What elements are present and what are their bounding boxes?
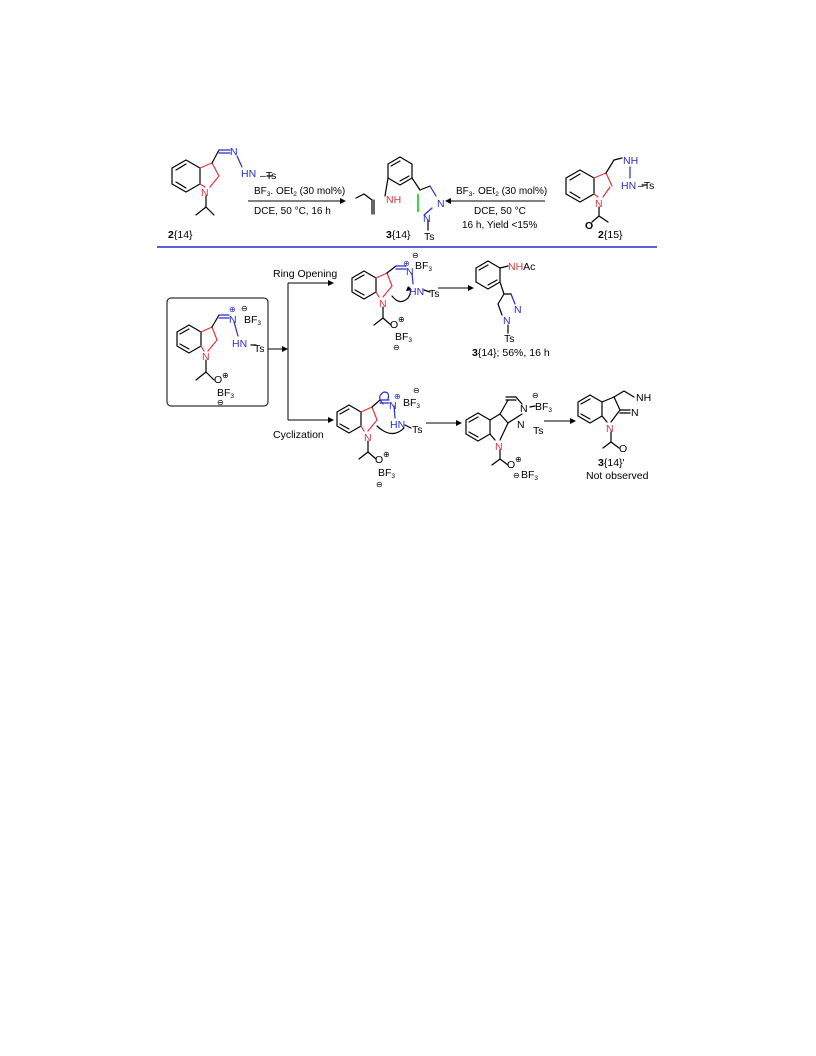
cyclization-arrow-2 xyxy=(544,418,576,424)
atom-n-pyrazole-label: N xyxy=(514,304,522,316)
atom-bf3-label: BF3 xyxy=(403,397,420,410)
atom-ts-label: –Ts xyxy=(260,170,276,182)
atom-n-indole-label: N xyxy=(364,432,372,444)
atom-n-indole-label: N xyxy=(606,423,614,435)
atom-n-label: N xyxy=(230,146,238,158)
activated-intermediate-box xyxy=(166,297,269,407)
atom-n-indole-label: N xyxy=(595,198,603,210)
atom-n-indole-label: N xyxy=(495,441,503,453)
atom-n1-pyrazole-label: N xyxy=(423,213,431,225)
atom-nhac-label: NHAc xyxy=(508,261,535,273)
charge-plus: ⊕ xyxy=(383,450,390,459)
atom-o-label: O xyxy=(390,319,398,331)
atom-o-label: O xyxy=(585,220,593,232)
right-conditions-line3: 16 h, Yield <15% xyxy=(462,220,537,231)
atom-n-indole-label: N xyxy=(201,187,209,199)
ring-opening-intermediate-structure xyxy=(351,265,431,326)
compound-2-15-label: 2{15} xyxy=(598,229,623,241)
reaction-arrow-right xyxy=(445,198,545,204)
atom-n-label: N xyxy=(631,407,639,419)
atom-o-label: O xyxy=(619,443,627,455)
right-conditions-line2: DCE, 50 °C xyxy=(474,206,526,217)
charge-plus: ⊕ xyxy=(398,315,405,324)
atom-hn-label: HN xyxy=(409,286,424,298)
atom-hn-label: HN xyxy=(390,419,405,431)
charge-plus: ⊕ xyxy=(222,371,229,380)
charge-minus: ⊖ xyxy=(241,304,248,313)
atom-n-pyrazole-label: N xyxy=(437,198,445,210)
atom-ts-label: Ts xyxy=(429,288,440,300)
atom-bf3-label: BF3 xyxy=(395,331,412,344)
ring-opening-product-arrow xyxy=(438,285,474,291)
reaction-arrow-left xyxy=(248,198,346,204)
boxed-intermediate-structure xyxy=(176,314,257,381)
atom-n-label: N xyxy=(520,403,528,415)
cyclization-label: Cyclization xyxy=(273,429,324,441)
atom-nh-label: NH xyxy=(386,194,401,206)
compound-3-14-prime-label: 3{14}' xyxy=(598,457,625,469)
left-conditions-line2: DCE, 50 °C, 16 h xyxy=(254,206,331,217)
atom-nh-label: NH xyxy=(636,392,651,404)
atom-n-label: N xyxy=(389,400,397,412)
atom-n-indole-label: N xyxy=(202,351,210,363)
atom-bf3-label: BF3 xyxy=(378,467,395,480)
atom-n-indole-label: N xyxy=(379,298,387,310)
charge-plus: ⊕ xyxy=(394,392,401,401)
product-3-14-structure xyxy=(475,260,516,334)
charge-minus: ⊖ xyxy=(376,480,383,489)
atom-bf3-label: BF3 xyxy=(244,314,261,327)
not-observed-label: Not observed xyxy=(586,470,649,482)
compound-3-14-structure xyxy=(355,156,437,231)
tricyclic-intermediate-structure xyxy=(465,396,536,466)
product-3-14-label: 3{14}; 56%, 16 h xyxy=(472,347,550,359)
left-conditions-line1: BF3. OEt2 (30 mol%) xyxy=(254,186,345,198)
atom-hn-label: HN xyxy=(241,168,256,180)
atom-bf3-label: BF3 xyxy=(535,401,552,414)
cyclization-intermediate-structure xyxy=(336,391,412,460)
charge-minus: ⊖ xyxy=(217,398,224,407)
atom-ts-label: Ts xyxy=(424,231,435,243)
charge-plus: ⊕ xyxy=(229,305,236,314)
atom-o-label: O xyxy=(375,454,383,466)
atom-o-label: O xyxy=(507,459,515,471)
compound-2-15-structure xyxy=(565,157,648,223)
atom-o-label: O xyxy=(214,374,222,386)
atom-hn-label: HN xyxy=(621,180,636,192)
charge-plus: ⊕ xyxy=(515,455,522,464)
atom-n1-pyrazole-label: N xyxy=(503,315,511,327)
atom-n-label: N xyxy=(229,314,237,326)
ring-opening-label: Ring Opening xyxy=(273,268,337,280)
atom-bf3-label: BF3 xyxy=(415,260,432,273)
charge-minus: ⊖ xyxy=(513,471,520,480)
atom-n-label: N xyxy=(517,419,525,431)
atom-bf3-label: BF3 xyxy=(217,387,234,400)
charge-minus: ⊖ xyxy=(413,386,420,395)
atom-ts-label: Ts xyxy=(254,343,265,355)
compound-3-14-label: 3{14} xyxy=(386,229,411,241)
atom-ts-label: Ts xyxy=(533,425,544,437)
cyclization-arrow-1 xyxy=(426,420,462,426)
charge-minus: ⊖ xyxy=(393,343,400,352)
atom-ts-label: Ts xyxy=(412,424,423,436)
atom-ts-label: –Ts xyxy=(638,180,654,192)
right-conditions-line1: BF3. OEt2 (30 mol%) xyxy=(456,186,547,198)
compound-2-14-structure xyxy=(171,149,273,216)
charge-minus: ⊖ xyxy=(412,251,419,260)
atom-n-label: N xyxy=(406,266,414,278)
compound-2-14-label: 2{14} xyxy=(168,229,193,241)
atom-nh-label: NH xyxy=(623,155,638,167)
charge-minus: ⊖ xyxy=(532,391,539,400)
atom-ts-label: Ts xyxy=(504,333,515,345)
branch-arrows xyxy=(268,280,334,423)
compound-3-14-prime-structure xyxy=(577,390,635,449)
atom-bf3-label: BF3 xyxy=(521,469,538,482)
atom-hn-label: HN xyxy=(232,338,247,350)
charge-plus: ⊕ xyxy=(403,259,410,268)
